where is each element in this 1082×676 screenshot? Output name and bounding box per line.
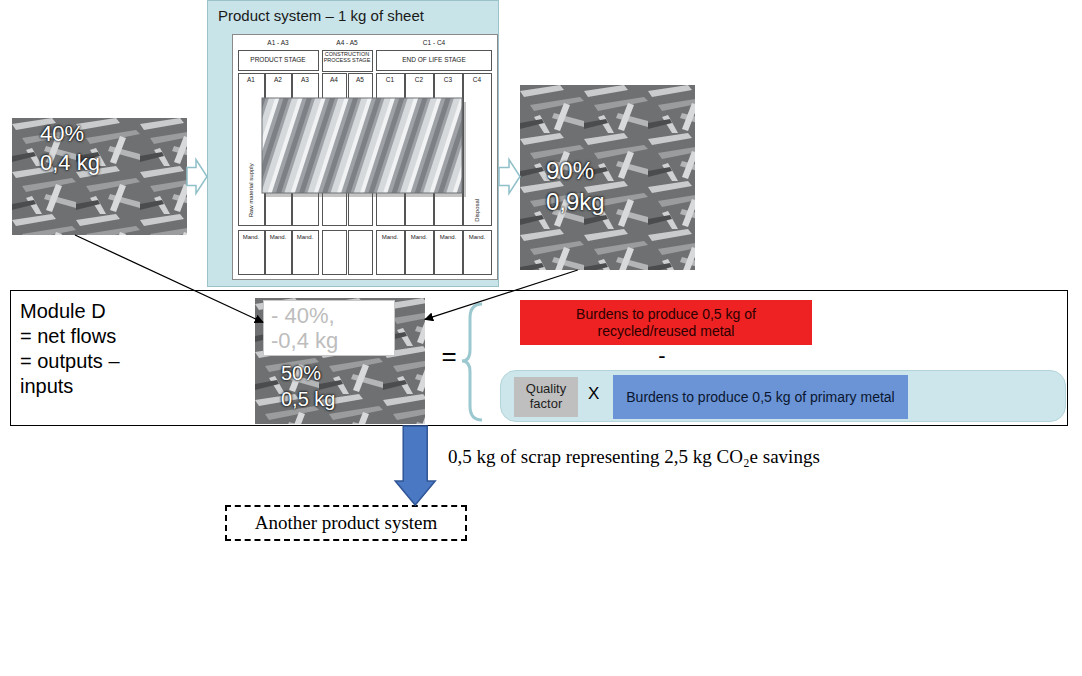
mandatory-box (349, 231, 373, 275)
chart-label: A5 (348, 76, 372, 83)
chart-label: Mand. (434, 234, 462, 241)
mandatory-box (293, 231, 319, 275)
chart-label: A2 (265, 76, 291, 83)
chart-panel (233, 35, 498, 280)
node-text: Burdens to produce 0,5 kg of primary met… (626, 389, 894, 406)
node-text: Product system – 1 kg of sheet (218, 7, 488, 24)
next-product-system-box: Another product system (225, 505, 467, 541)
mandatory-box (239, 231, 265, 275)
chart-label: A4 - A5 (322, 39, 372, 46)
node-text: - 40%, -0,4 kg (271, 303, 355, 354)
chart-label: C1 (376, 76, 404, 83)
node-text: 90% 0,9kg (546, 155, 622, 217)
chart-label: Mand. (238, 234, 264, 241)
credit-bracket-box: X Quality factor Burdens to produce 0,5 kg… (500, 370, 1066, 422)
node-text: X (588, 384, 606, 404)
stage-box (323, 51, 373, 72)
scrap-input-photo: 40% 0,4 kg (12, 118, 187, 235)
node-text: 40% 0,4 kg (40, 120, 110, 177)
chart-label: Mand. (463, 234, 491, 241)
credit-block-arrow (395, 426, 435, 505)
chart-label: C1 - C4 (376, 39, 492, 46)
quality-factor-box: Quality factor (514, 377, 578, 417)
edge-label: 0,5 kg of scrap representing 2,5 kg CO₂e… (446, 446, 822, 469)
scrap-photo-image (12, 118, 187, 235)
operator-sign: = (436, 342, 462, 371)
sheet-photo (262, 98, 462, 193)
mandatory-box (323, 231, 347, 275)
node-text: Quality factor (517, 382, 575, 412)
flow-arrow (75, 235, 263, 322)
chart-label: A3 (292, 76, 318, 83)
scrap-texture (255, 298, 425, 424)
scrap-texture (12, 118, 187, 235)
node-text: Module D = net flows = outputs – inputs (20, 299, 122, 399)
chart-label: Disposal (474, 190, 481, 230)
chart-label: C3 (434, 76, 462, 83)
product-system-ground (207, 0, 499, 287)
chart-label: END OF LIFE STAGE (376, 56, 492, 63)
scrap-output-photo: 90% 0,9kg (520, 85, 695, 270)
module-chart (233, 35, 498, 280)
chart-label: A4 (322, 76, 346, 83)
input-share-box: - 40%, -0,4 kg (263, 300, 395, 356)
chart-label: C4 (463, 76, 491, 83)
mandatory-box (266, 231, 292, 275)
module-d-box: Module D = net flows = outputs – inputs 5… (10, 290, 1068, 426)
chart-label: A1 - A3 (238, 39, 318, 46)
chart-label: C2 (405, 76, 433, 83)
chart-label: A1 (238, 76, 264, 83)
stage-box (239, 51, 319, 71)
flow-block-arrow (499, 160, 520, 194)
flow-arrow (425, 270, 578, 319)
mandatory-box (464, 231, 492, 275)
node-text: Burdens to produce 0,5 kg of recycled/re… (530, 306, 802, 340)
chart-label: Mand. (405, 234, 433, 241)
curly-bracket (462, 304, 482, 420)
recycling-burden-box: Burdens to produce 0,5 kg of recycled/re… (520, 300, 812, 345)
primary-burden-box: Burdens to produce 0,5 kg of primary met… (613, 375, 908, 419)
mandatory-box (377, 231, 405, 275)
chart-label: Mand. (292, 234, 318, 241)
mandatory-box (406, 231, 434, 275)
chart-label: Raw material supply (248, 150, 255, 230)
node-text: 50% 0,5 kg (281, 360, 351, 412)
stage-box (377, 51, 492, 71)
chart-label: PRODUCT STAGE (238, 56, 318, 63)
chart-label: Mand. (376, 234, 404, 241)
flow-block-arrow (187, 160, 207, 194)
mandatory-box (435, 231, 463, 275)
chart-label: CONSTRUCTION PROCESS STAGE (322, 51, 372, 63)
scrap-texture (520, 85, 695, 270)
operator-sign: - (652, 344, 672, 368)
chart-label: Mand. (265, 234, 291, 241)
node-text: Another product system (255, 512, 438, 534)
